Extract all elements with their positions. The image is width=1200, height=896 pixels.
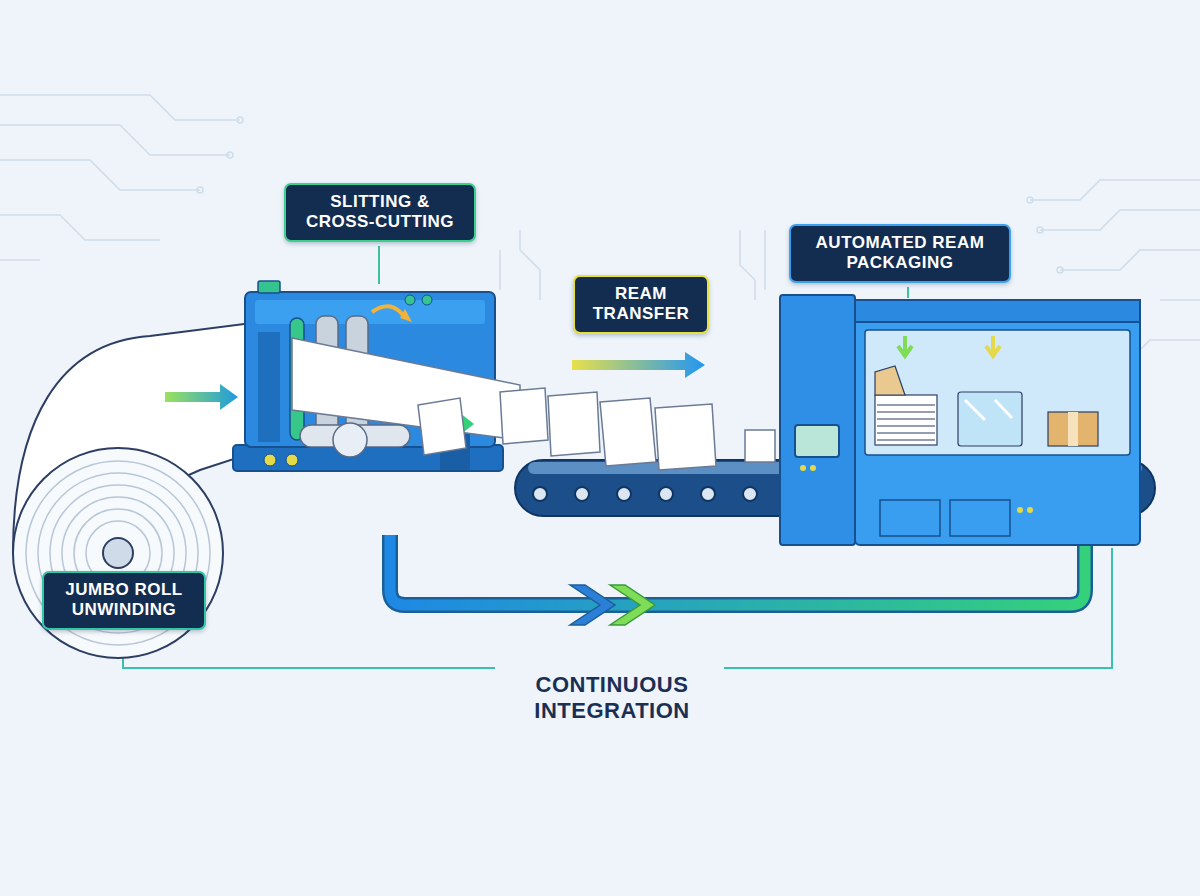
label-box: REAM TRANSFER — [573, 275, 709, 334]
slitter-machine — [233, 281, 520, 471]
paper-sheets-part — [418, 398, 466, 455]
stage-label: SLITTING & CROSS-CUTTING — [298, 192, 462, 233]
packaging-machine-part — [950, 500, 1010, 536]
packaging-machine-part — [1017, 507, 1023, 513]
slitter-machine-part — [400, 309, 412, 322]
leader-line-part — [907, 287, 909, 298]
circuit-traces-part — [237, 117, 243, 123]
circuit-traces-part — [0, 95, 240, 120]
packaging-machine-part — [855, 300, 1140, 322]
packaging-machine-part — [898, 336, 912, 356]
circuit-traces-part — [0, 215, 160, 240]
label-box: JUMBO ROLL UNWINDING — [42, 571, 206, 630]
circuit-traces-part — [1160, 299, 1200, 301]
circuit-traces-part — [1030, 180, 1200, 200]
stage-label: REAM TRANSFER — [587, 284, 695, 325]
circuit-traces-part — [0, 160, 200, 190]
slitter-machine-part — [264, 454, 276, 466]
flow-band-part — [610, 585, 655, 625]
conveyor-part-part — [743, 487, 757, 501]
paper-sheets-part — [600, 398, 656, 466]
paper-sheets-part — [655, 404, 716, 470]
packaging-machine-part — [855, 300, 1140, 545]
conveyor-part-part — [617, 487, 631, 501]
packaging-machine-part — [965, 400, 1012, 420]
label-box: SLITTING & CROSS-CUTTING — [284, 183, 476, 242]
circuit-traces-part — [227, 152, 233, 158]
jumbo-roll-part — [165, 384, 238, 410]
packaging-machine-part-part — [877, 405, 935, 440]
jumbo-roll-part — [13, 448, 223, 658]
paper-sheets-part — [745, 430, 775, 462]
jumbo-roll-part — [26, 461, 210, 645]
packaging-machine-part — [875, 395, 937, 445]
circuit-traces-part — [1037, 227, 1043, 233]
label-box: AUTOMATED REAM PACKAGING — [789, 224, 1011, 283]
circuit-traces — [0, 95, 1200, 350]
conveyor-part-part — [575, 487, 589, 501]
integration-line — [123, 548, 1112, 668]
paper-sheets-part — [500, 388, 548, 444]
slitter-machine-part — [372, 306, 405, 318]
stage-label: JUMBO ROLL UNWINDING — [56, 580, 192, 621]
slitter-machine-part — [255, 300, 485, 324]
circuit-traces-part — [1140, 340, 1200, 350]
circuit-traces-part — [1057, 267, 1063, 273]
packaging-machine-part — [1027, 507, 1033, 513]
jumbo-roll-part-part — [26, 461, 210, 645]
conveyor-part-part — [659, 487, 673, 501]
stage-label: AUTOMATED REAM PACKAGING — [803, 233, 997, 274]
circuit-traces-part — [1040, 210, 1200, 230]
circuit-traces-part — [0, 259, 40, 261]
flow-band-part — [570, 585, 615, 625]
packaging-machine-part — [810, 465, 816, 471]
slitter-machine-part — [258, 281, 280, 293]
packaging-machine-part-part — [875, 395, 937, 445]
packaging-machine-part — [795, 425, 839, 457]
circuit-traces-part — [520, 230, 540, 300]
slitter-machine-part — [422, 295, 432, 305]
circuit-traces-part — [499, 250, 501, 290]
slitter-machine-part — [333, 423, 367, 457]
packaging-machine-part — [986, 336, 1000, 356]
circuit-traces-part — [1027, 197, 1033, 203]
integration-line-part — [724, 548, 1112, 668]
packaging-machine — [780, 295, 1140, 545]
slitter-machine-part — [405, 295, 415, 305]
circuit-traces-part — [740, 230, 755, 300]
circuit-traces-part — [197, 187, 203, 193]
packaging-machine-part — [958, 392, 1022, 446]
circuit-traces-part — [0, 125, 230, 155]
ream-transfer-arrow — [572, 352, 705, 378]
packaging-machine-part — [800, 465, 806, 471]
paper-sheets-part — [548, 392, 600, 456]
conveyor-part-part — [701, 487, 715, 501]
circuit-traces-part — [1060, 250, 1200, 270]
caption-label: CONTINUOUS INTEGRATION — [515, 670, 709, 727]
packaging-machine-part — [1068, 412, 1078, 446]
circuit-traces-part — [764, 230, 766, 290]
ream-transfer-arrow-part — [572, 352, 705, 378]
packaging-machine-part — [865, 330, 1130, 455]
packaging-machine-part — [875, 366, 905, 395]
packaging-machine-part — [1048, 412, 1098, 446]
conveyor-part-part — [533, 487, 547, 501]
paper-sheets — [418, 388, 775, 470]
slitter-machine-part — [258, 332, 280, 442]
leader-line-part — [378, 246, 380, 284]
slitter-machine-part — [286, 454, 298, 466]
packaging-machine-part — [780, 295, 855, 545]
packaging-machine-part — [880, 500, 940, 536]
jumbo-roll-part — [103, 538, 133, 568]
